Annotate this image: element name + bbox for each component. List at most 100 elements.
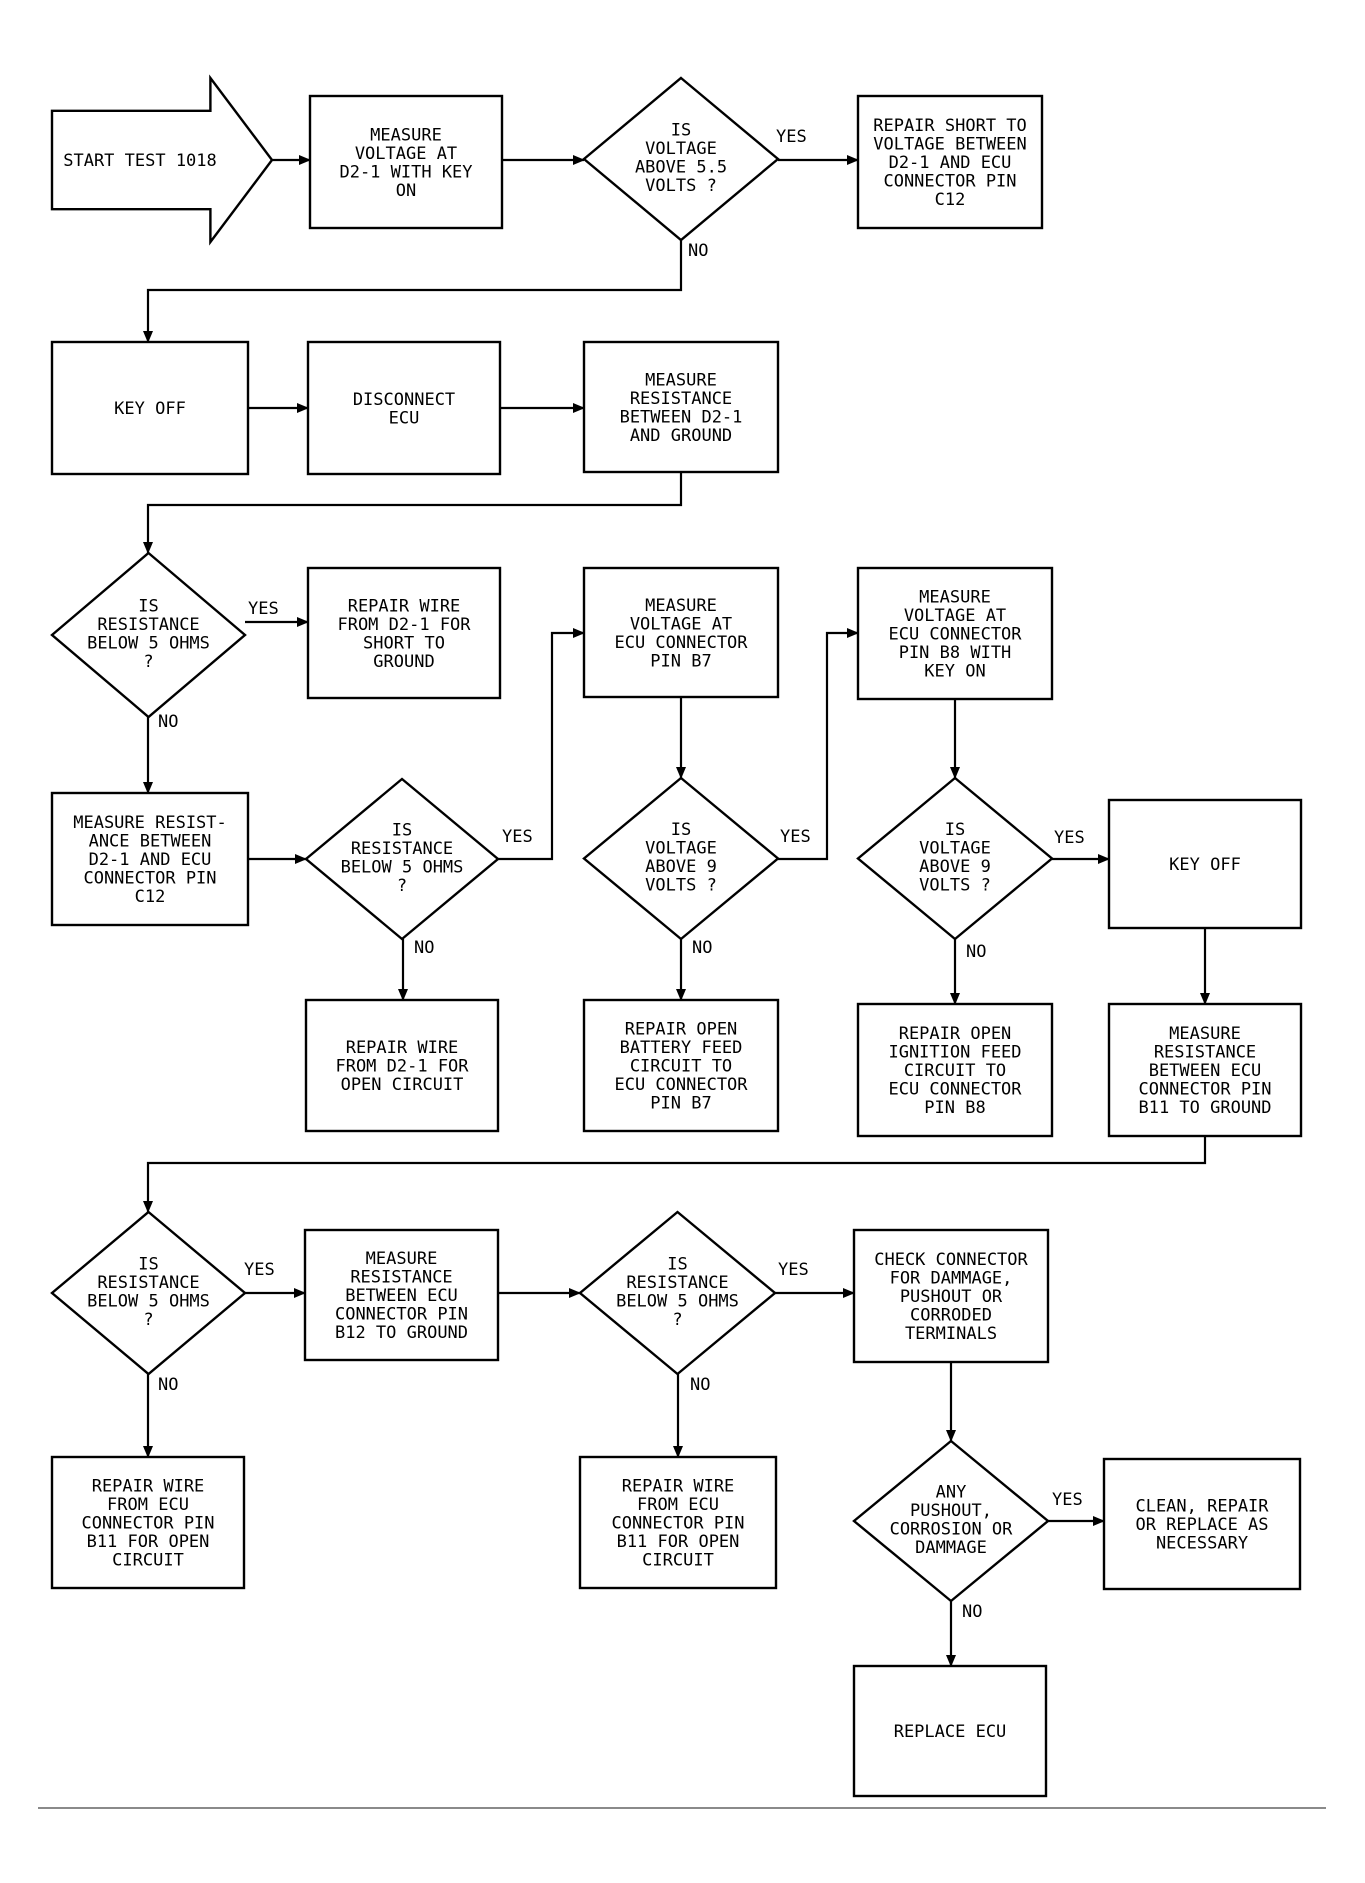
node-text-line: DISCONNECT (353, 390, 455, 410)
process-box (304, 998, 500, 1133)
node-text-line: ? (143, 1310, 153, 1330)
node-text-line: RESISTANCE (626, 1273, 728, 1293)
node-text-line: START TEST 1018 (63, 151, 217, 171)
node-text-line: ABOVE 9 (919, 857, 991, 877)
no-label: NO (688, 241, 708, 261)
decision-diamond (578, 1210, 777, 1376)
process-box (578, 1455, 778, 1590)
node-text-line: FROM D2-1 FOR (337, 615, 471, 635)
no-label: NO (692, 938, 712, 958)
node-text-line: BETWEEN ECU (1149, 1061, 1262, 1081)
node-text-line: BELOW 5 OHMS (87, 633, 210, 653)
decision-diamond (50, 1210, 247, 1376)
node-text-line: FROM ECU (107, 1495, 189, 1515)
node-text-line: ECU CONNECTOR (614, 1075, 748, 1095)
node-text-line: VOLTAGE (645, 838, 717, 858)
node-r9: REPLACE ECU (852, 1664, 1048, 1798)
arrow-d4-yes-to-measure-b8 (778, 628, 859, 861)
process-box (303, 1228, 500, 1362)
yes-label: YES (502, 827, 533, 847)
process-box (50, 1455, 246, 1590)
process-box (852, 1664, 1048, 1798)
node-text-line: VOLTAGE AT (630, 614, 732, 634)
node-text-line: KEY OFF (1169, 855, 1241, 875)
node-text-line: TERMINALS (905, 1324, 997, 1344)
node-text-line: ABOVE 5.5 (635, 157, 727, 177)
node-text-line: CIRCUIT (642, 1551, 714, 1571)
node-text-line: ABOVE 9 (645, 857, 717, 877)
process-box (856, 94, 1044, 230)
no-label: NO (414, 938, 434, 958)
node-text-line: MEASURE RESIST- (73, 813, 227, 833)
node-text-line: REPAIR OPEN (899, 1024, 1012, 1044)
node-text-line: VOLTAGE (919, 838, 991, 858)
node-text-line: REPAIR WIRE (92, 1477, 205, 1497)
node-text-line: IS (671, 120, 691, 140)
node-text-line: IS (945, 820, 965, 840)
process-box (306, 340, 502, 476)
arrow-decision-no-to-key-off (143, 240, 683, 343)
node-text-line: FOR DAMMAGE, (890, 1269, 1013, 1289)
node-text-line: PUSHOUT, (910, 1501, 992, 1521)
node-start: START TEST 1018 (50, 74, 274, 246)
no-label: NO (962, 1602, 982, 1622)
decision-diamond (50, 551, 247, 719)
process-box (50, 791, 250, 927)
node-text-line: REPAIR WIRE (622, 1477, 735, 1497)
node-text-line: RESISTANCE (351, 839, 453, 859)
node-text-line: MEASURE (370, 125, 442, 145)
node-text-line: OR REPLACE AS (1135, 1515, 1268, 1535)
node-text-line: ECU CONNECTOR (888, 625, 1022, 645)
node-text-line: B11 FOR OPEN (617, 1532, 740, 1552)
node-text-line: NECESSARY (1156, 1534, 1248, 1554)
process-box (1107, 798, 1303, 930)
node-text-line: VOLTAGE AT (904, 606, 1006, 626)
process-box (582, 998, 780, 1133)
node-text-line: VOLTAGE AT (355, 144, 457, 164)
node-text-line: CONNECTOR PIN (883, 172, 1016, 192)
node-text-line: CLEAN, REPAIR (1135, 1497, 1269, 1517)
no-label: NO (158, 712, 178, 732)
node-text-line: IS (667, 1254, 687, 1274)
node-text-line: CONNECTOR PIN (83, 869, 216, 889)
node-text-line: B11 FOR OPEN (87, 1532, 210, 1552)
node-text-line: PIN B8 (924, 1098, 985, 1118)
node-text-line: VOLTS ? (919, 875, 991, 895)
node-text-line: VOLTAGE BETWEEN (873, 135, 1027, 155)
node-text-line: IS (138, 1254, 158, 1274)
node-text-line: IS (138, 596, 158, 616)
node-text-line: RESISTANCE (630, 389, 732, 409)
node-text-line: VOLTAGE (645, 139, 717, 159)
node-text-line: GROUND (373, 652, 434, 672)
process-box (856, 566, 1054, 701)
yes-label: YES (1054, 828, 1085, 848)
node-text-line: PIN B7 (650, 651, 711, 671)
node-text-line: ANY (936, 1482, 967, 1502)
node-text-line: RESISTANCE (97, 1273, 199, 1293)
node-text-line: CONNECTOR PIN (81, 1514, 214, 1534)
no-label: NO (158, 1375, 178, 1395)
node-text-line: C12 (135, 887, 166, 907)
node-n8: KEY OFF (1107, 798, 1303, 930)
node-text-line: ? (143, 652, 153, 672)
node-text-line: REPAIR SHORT TO (873, 116, 1027, 136)
yes-label: YES (776, 127, 807, 147)
arrow-measure-b11-to-d6 (143, 1136, 1207, 1213)
node-text-line: D2-1 AND ECU (889, 153, 1012, 173)
node-n2: KEY OFF (50, 340, 250, 476)
process-box (50, 340, 250, 476)
